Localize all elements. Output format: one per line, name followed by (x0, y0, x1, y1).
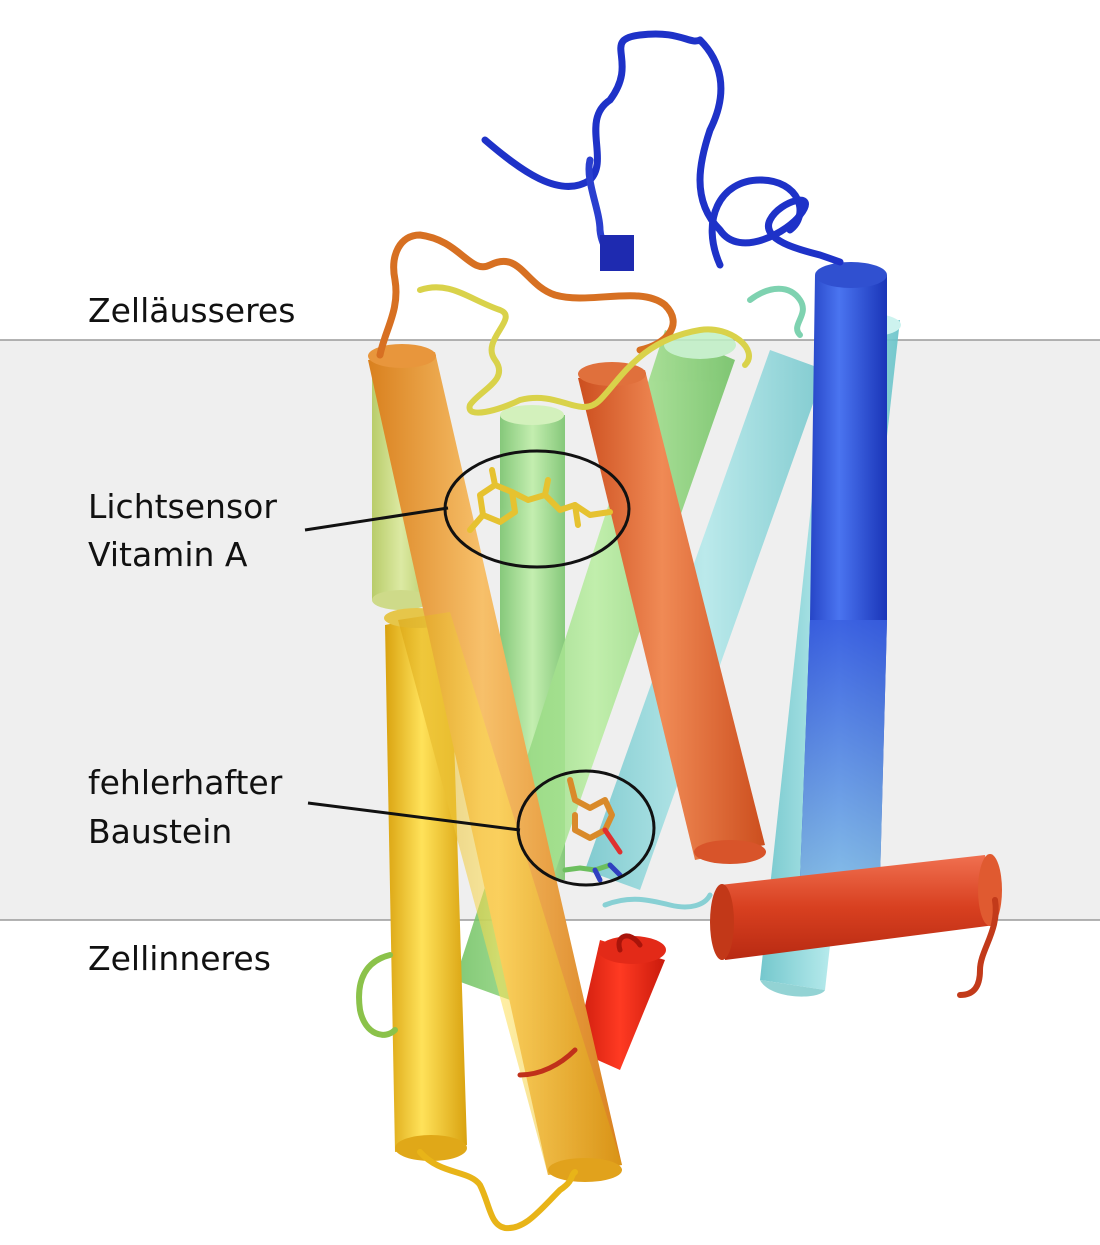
label-defect-line1: fehlerhafter (88, 763, 283, 802)
loop-cyan-top (747, 285, 806, 338)
label-sensor-line2: Vitamin A (88, 535, 248, 574)
loop-red-end (517, 1047, 578, 1078)
label-inside: Zellinneres (88, 939, 271, 978)
retinal-molecule (467, 467, 613, 533)
loop-blue-knot (600, 235, 634, 271)
loop-cyan-bottom (602, 892, 713, 910)
loop-red-short (616, 933, 643, 953)
loop-orange-top (376, 231, 677, 359)
callout-sensor-line (304, 506, 449, 532)
callout-defect-line (307, 801, 521, 832)
loops (356, 30, 999, 1232)
label-sensor-line1: Lichtsensor (88, 487, 277, 526)
defect-residue (562, 777, 623, 883)
label-defect-line2: Baustein (88, 812, 232, 851)
loop-red-tail (957, 897, 999, 998)
loop-yellow-top (417, 284, 752, 416)
loop-green-bottom (356, 952, 398, 1038)
callout-defect-ellipse (516, 769, 656, 887)
label-outside: Zelläusseres (88, 291, 295, 330)
loop-blue-arc (708, 176, 804, 269)
loop-blue-top (481, 30, 844, 266)
helix-red-short (575, 936, 666, 1070)
helix-blue (800, 262, 887, 880)
helix-orange-long (368, 344, 622, 1182)
loop-yellow-bottom (417, 1149, 578, 1232)
